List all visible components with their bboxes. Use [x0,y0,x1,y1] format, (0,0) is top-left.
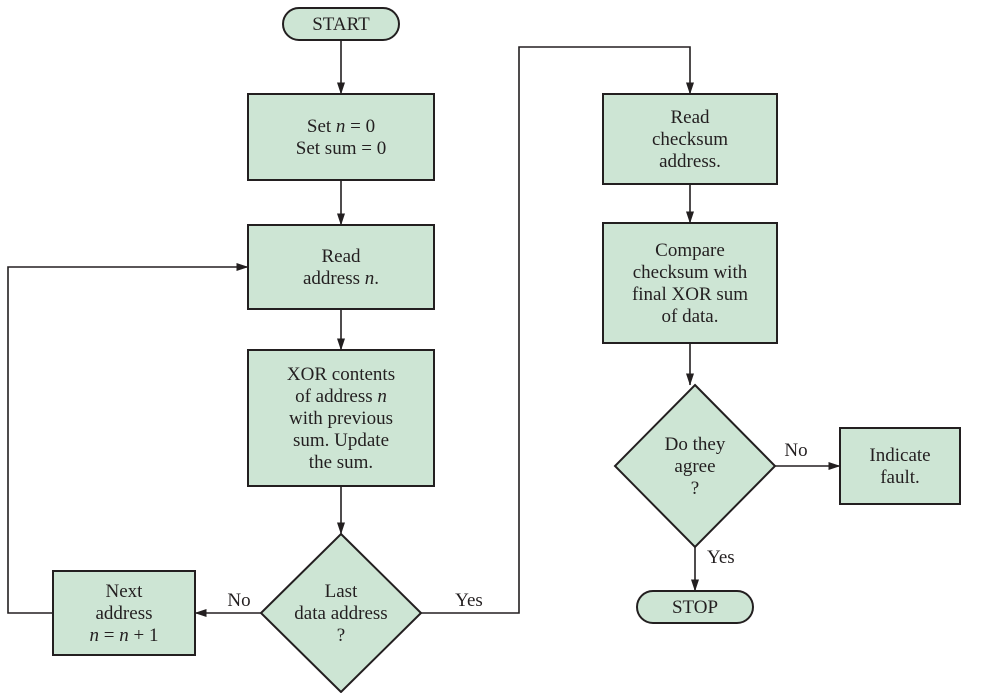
node-text-line: Last [325,581,358,602]
node-start: START [282,7,400,41]
text-segment: Indicate [869,445,930,466]
process-box [247,224,435,310]
node-text-line: final XOR sum [632,284,748,305]
text-segment: ? [337,625,345,646]
node-text-line: data address [294,603,387,624]
text-segment: Read [670,107,710,128]
text-segment: final XOR sum [632,284,748,305]
text-segment: checksum [652,129,728,150]
node-text-line: ? [691,478,699,499]
terminal-shape [282,7,400,41]
process-box [602,222,778,344]
text-segment: Last [325,581,358,602]
text-segment: Next [106,581,144,602]
node-text-line: the sum. [309,452,373,473]
node-text-line: n = n + 1 [90,625,159,646]
node-stop: STOP [636,590,754,624]
node-text-line: of data. [662,306,719,327]
edge-next-address-to-read-address [7,263,249,614]
text-segment: fault. [880,467,920,488]
node-text-line: STOP [672,597,718,618]
text-segment: the sum. [309,452,373,473]
text-segment: n [336,116,346,137]
text-segment: STOP [672,597,718,618]
text-segment: = [99,625,119,646]
text-segment: XOR contents [287,364,395,385]
text-segment: Set sum = 0 [296,138,386,159]
text-segment: Compare [655,240,725,261]
process-box [839,427,961,505]
text-segment: address [96,603,153,624]
edge-last-address-to-read-checksum [421,46,694,614]
node-text-line: Indicate [869,445,930,466]
text-segment: of data. [662,306,719,327]
node-text-line: sum. Update [293,430,389,451]
node-text-line: Read [321,246,361,267]
text-segment: START [312,14,370,35]
text-segment: of address [295,386,377,407]
text-segment: checksum with [633,262,748,283]
edge-label-yes: Yes [707,547,735,568]
node-text-line: Do they [665,434,726,455]
node-text-line: ? [337,625,345,646]
text-segment: . [374,268,379,289]
node-text-line: Set sum = 0 [296,138,386,159]
node-text-line: address. [659,151,721,172]
text-segment: Do they [665,434,726,455]
terminal-shape [636,590,754,624]
text-segment: address. [659,151,721,172]
node-text-line: of address n [295,386,387,407]
node-text-line: checksum [652,129,728,150]
process-box [52,570,196,656]
text-segment: agree [674,456,715,477]
edge-label-yes: Yes [455,590,483,611]
text-segment: sum. Update [293,430,389,451]
text-segment: n [90,625,100,646]
node-text-line: Next [106,581,144,602]
node-text-line: address n. [303,268,379,289]
process-box [602,93,778,185]
edge-label-no: No [227,590,250,611]
node-text-line: Compare [655,240,725,261]
process-box [247,93,435,181]
decision-diamond [613,383,777,549]
text-segment: n [377,386,387,407]
decision-diamond [259,532,423,693]
node-text-line: address [96,603,153,624]
node-text-line: Set n = 0 [307,116,375,137]
text-segment: Read [321,246,361,267]
text-segment: + 1 [129,625,159,646]
process-box [247,349,435,487]
edge-label-no: No [784,440,807,461]
text-segment: ? [691,478,699,499]
text-segment: n [119,625,129,646]
text-segment: = 0 [345,116,375,137]
text-segment: n [365,268,375,289]
text-segment: data address [294,603,387,624]
node-text-line: agree [674,456,715,477]
node-text-line: Read [670,107,710,128]
text-segment: Set [307,116,336,137]
node-text-line: checksum with [633,262,748,283]
text-segment: with previous [289,408,393,429]
node-text-line: fault. [880,467,920,488]
node-text-line: XOR contents [287,364,395,385]
node-text-line: START [312,14,370,35]
text-segment: address [303,268,365,289]
node-text-line: with previous [289,408,393,429]
